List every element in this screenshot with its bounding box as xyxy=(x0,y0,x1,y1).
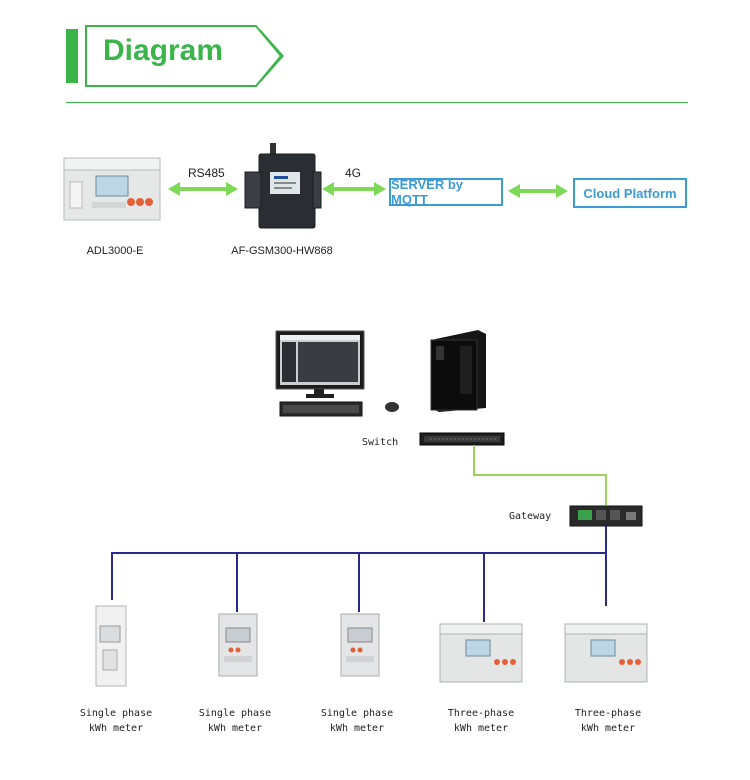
cloud-platform-box: Cloud Platform xyxy=(573,178,687,208)
meter-label-line2: kWh meter xyxy=(207,723,263,734)
rs485-arrow xyxy=(168,182,238,196)
rs485-label: RS485 xyxy=(188,166,225,180)
4g-label: 4G xyxy=(345,166,362,180)
gsm-gateway-icon xyxy=(244,143,322,229)
header-title-frame xyxy=(85,25,284,87)
meter-label-line2: kWh meter xyxy=(88,723,144,734)
gateway-label: Gateway xyxy=(509,511,552,522)
adl3000-meter-icon xyxy=(63,157,161,221)
keyboard-icon xyxy=(279,401,363,417)
header-divider xyxy=(66,102,688,103)
switch-label: Switch xyxy=(362,437,399,448)
three-phase-meter-icon xyxy=(564,623,648,683)
meter-label-line1: Single phase xyxy=(198,708,272,719)
4g-arrow xyxy=(322,182,386,196)
switch-gateway-link xyxy=(473,445,607,505)
meter-label: Three-phase kWh meter xyxy=(558,706,658,736)
meter-label-line1: Three-phase xyxy=(574,708,642,719)
meter-label-line2: kWh meter xyxy=(453,723,509,734)
header-accent-bar xyxy=(66,29,78,83)
meter-label: Single phase kWh meter xyxy=(66,706,166,736)
meter-label-line2: kWh meter xyxy=(329,723,385,734)
af-gsm300-label: AF-GSM300-HW868 xyxy=(231,245,333,257)
page-title: Diagram xyxy=(103,34,224,67)
meter-label-line1: Single phase xyxy=(320,708,394,719)
network-switch-icon xyxy=(419,432,505,446)
server-mqtt-box: SERVER by MQTT xyxy=(389,177,503,207)
mqtt-cloud-arrow xyxy=(508,184,568,198)
gateway-icon xyxy=(569,505,643,527)
meter-label-line1: Single phase xyxy=(79,708,153,719)
rs485-bus xyxy=(111,526,607,622)
meter-label-line1: Three-phase xyxy=(447,708,515,719)
meter-label: Single phase kWh meter xyxy=(307,706,407,736)
meter-label: Three-phase kWh meter xyxy=(431,706,531,736)
single-phase-meter-icon xyxy=(218,613,258,677)
single-phase-meter-icon xyxy=(95,605,127,687)
three-phase-meter-icon xyxy=(439,623,523,683)
monitor-icon xyxy=(275,330,365,398)
pc-tower-icon xyxy=(430,330,486,412)
mouse-icon xyxy=(385,402,399,412)
single-phase-meter-icon xyxy=(340,613,380,677)
adl3000-label: ADL3000-E xyxy=(86,245,144,257)
meter-label-line2: kWh meter xyxy=(580,723,636,734)
meter-label: Single phase kWh meter xyxy=(185,706,285,736)
